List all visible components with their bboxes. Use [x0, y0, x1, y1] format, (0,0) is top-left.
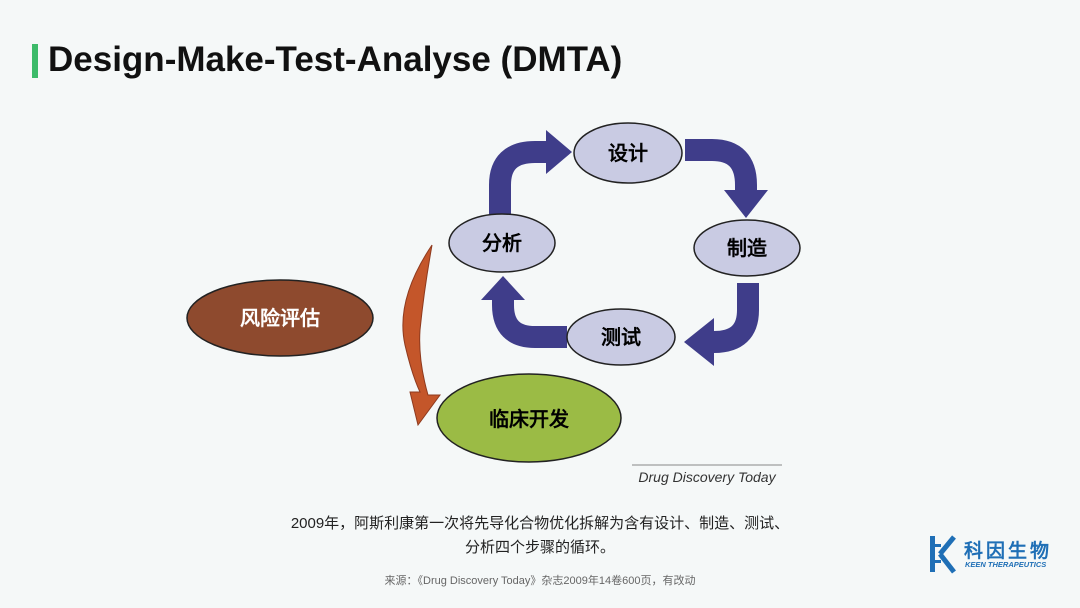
arrowhead-icon [684, 318, 714, 366]
arrow-analyse-to-design [489, 141, 548, 214]
node-design: 设计 [573, 122, 683, 184]
logo-english-name: KEEN THERAPEUTICS [965, 560, 1047, 569]
arrowhead-icon [724, 190, 768, 218]
arrow-test-to-analyse [492, 298, 567, 348]
logo-k-icon [930, 535, 956, 574]
page-title: Design-Make-Test-Analyse (DMTA) [48, 40, 623, 79]
node-make: 制造 [693, 219, 801, 277]
arrowhead-icon [546, 130, 572, 174]
svg-text:风险评估: 风险评估 [240, 306, 320, 330]
arrow-make-to-test [713, 283, 759, 353]
diagram-credit: Drug Discovery Today [638, 469, 776, 485]
caption-line2: 分析四个步骤的循环。 [464, 539, 615, 556]
svg-text:分析: 分析 [482, 231, 522, 255]
arrowhead-icon [481, 276, 525, 300]
title-accent-bar [32, 44, 38, 78]
svg-text:临床开发: 临床开发 [489, 407, 570, 431]
caption-line1: 2009年，阿斯利康第一次将先导化合物优化拆解为含有设计、制造、测试、 [290, 515, 790, 532]
svg-text:制造: 制造 [727, 236, 768, 260]
logo-chinese-name: 科因生物 [964, 541, 1053, 562]
company-logo: 科因生物 KEEN THERAPEUTICS [928, 534, 1068, 574]
svg-text:测试: 测试 [601, 325, 641, 349]
caption: 2009年，阿斯利康第一次将先导化合物优化拆解为含有设计、制造、测试、 分析四个… [0, 512, 1080, 560]
node-test: 测试 [566, 308, 676, 366]
node-clinical-development: 临床开发 [436, 373, 622, 463]
arrow-design-to-make [685, 139, 757, 192]
svg-text:设计: 设计 [608, 141, 648, 165]
node-analyse: 分析 [448, 213, 556, 273]
source-note: 来源：《Drug Discovery Today》杂志2009年14卷600页，… [384, 575, 696, 587]
orange-curved-arrow [402, 244, 441, 427]
node-risk-assessment: 风险评估 [186, 279, 374, 357]
